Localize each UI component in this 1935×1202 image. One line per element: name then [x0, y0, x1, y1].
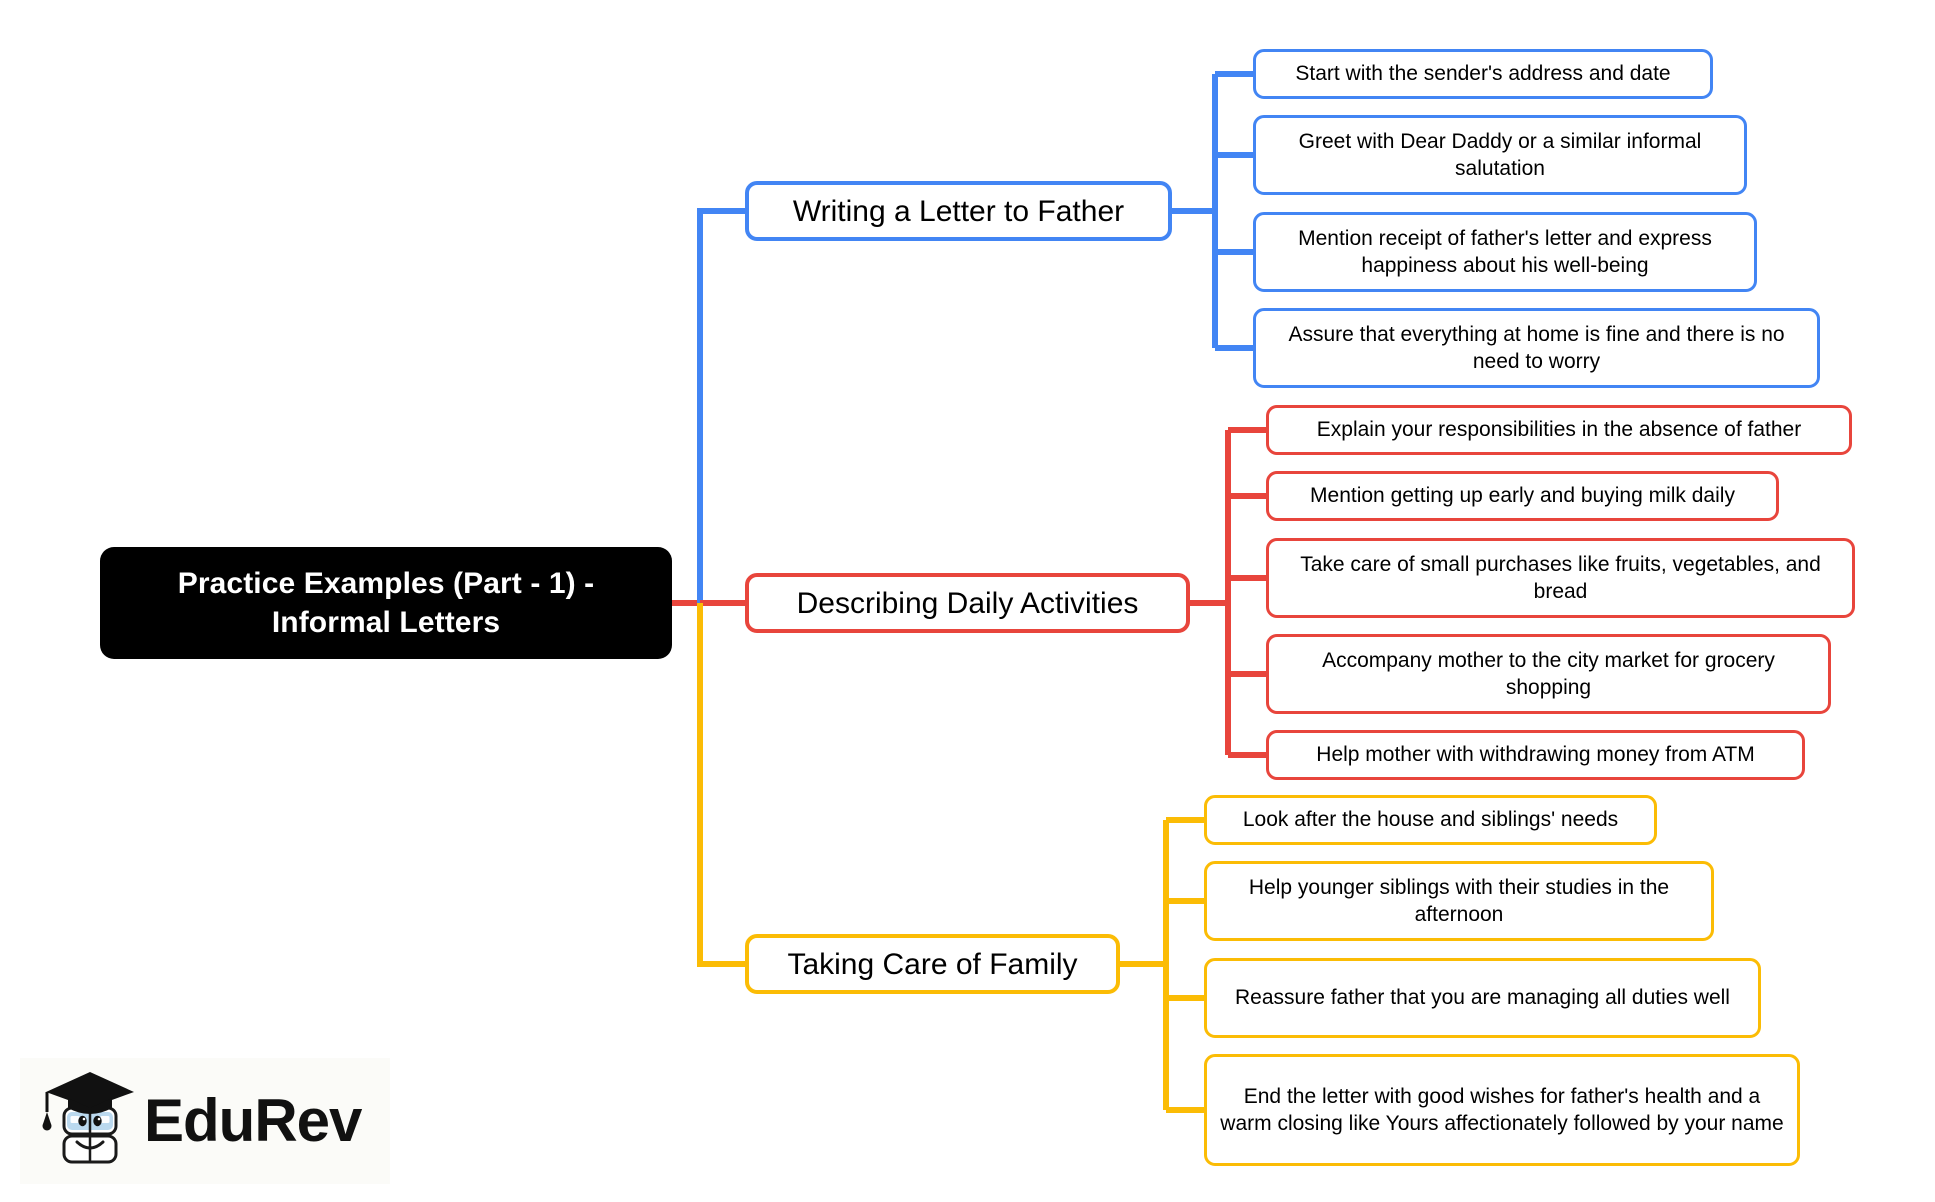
leaf-node-blue-1[interactable]: Start with the sender's address and date	[1253, 49, 1713, 99]
branch-node-taking-care-of-family[interactable]: Taking Care of Family	[745, 934, 1120, 994]
leaf-node-blue-4[interactable]: Assure that everything at home is fine a…	[1253, 308, 1820, 388]
leaf-node-label: Mention getting up early and buying milk…	[1310, 484, 1735, 508]
graduation-cap-book-icon	[42, 1072, 134, 1164]
leaf-node-label: Help younger siblings with their studies…	[1248, 875, 1670, 926]
leaf-node-label: Start with the sender's address and date	[1295, 62, 1671, 86]
leaf-node-blue-2[interactable]: Greet with Dear Daddy or a similar infor…	[1253, 115, 1747, 195]
edge-root-to-blue	[697, 208, 745, 603]
branch-node-label: Taking Care of Family	[787, 947, 1078, 981]
root-node[interactable]: Practice Examples (Part - 1) - Informal …	[100, 547, 672, 659]
leaf-node-label: Help mother with withdrawing money from …	[1316, 743, 1755, 767]
root-node-label: Practice Examples (Part - 1) - Informal …	[177, 567, 595, 639]
leaf-node-red-5[interactable]: Help mother with withdrawing money from …	[1266, 730, 1805, 780]
branch-node-describing-daily-activities[interactable]: Describing Daily Activities	[745, 573, 1190, 633]
leaf-node-label: Accompany mother to the city market for …	[1322, 648, 1775, 699]
leaf-node-red-4[interactable]: Accompany mother to the city market for …	[1266, 634, 1831, 714]
edurev-watermark: EduRev	[20, 1058, 390, 1184]
edurev-wordmark: EduRev	[144, 1087, 362, 1154]
leaf-node-label: Take care of small purchases like fruits…	[1300, 552, 1821, 603]
leaf-node-red-2[interactable]: Mention getting up early and buying milk…	[1266, 471, 1779, 521]
leaf-node-blue-3[interactable]: Mention receipt of father's letter and e…	[1253, 212, 1757, 292]
leaf-node-red-1[interactable]: Explain your responsibilities in the abs…	[1266, 405, 1852, 455]
leaf-node-label: Look after the house and siblings' needs	[1242, 808, 1619, 832]
leaf-node-label: Mention receipt of father's letter and e…	[1298, 226, 1712, 277]
leaf-node-yellow-2[interactable]: Help younger siblings with their studies…	[1204, 861, 1714, 941]
leaf-node-yellow-3[interactable]: Reassure father that you are managing al…	[1204, 958, 1761, 1038]
leaf-node-yellow-4[interactable]: End the letter with good wishes for fath…	[1204, 1054, 1800, 1166]
leaf-node-label: Explain your responsibilities in the abs…	[1316, 418, 1802, 442]
leaf-node-label: Greet with Dear Daddy or a similar infor…	[1298, 129, 1702, 180]
leaf-node-label: Assure that everything at home is fine a…	[1288, 322, 1785, 373]
branch-node-label: Writing a Letter to Father	[792, 194, 1125, 228]
edge-root-to-yellow	[697, 603, 745, 967]
leaf-node-label: End the letter with good wishes for fath…	[1220, 1084, 1784, 1135]
branch-node-writing-a-letter-to-father[interactable]: Writing a Letter to Father	[745, 181, 1172, 241]
leaf-node-red-3[interactable]: Take care of small purchases like fruits…	[1266, 538, 1855, 618]
leaf-node-yellow-1[interactable]: Look after the house and siblings' needs	[1204, 795, 1657, 845]
branch-node-label: Describing Daily Activities	[796, 586, 1139, 620]
leaf-node-label: Reassure father that you are managing al…	[1235, 986, 1730, 1010]
